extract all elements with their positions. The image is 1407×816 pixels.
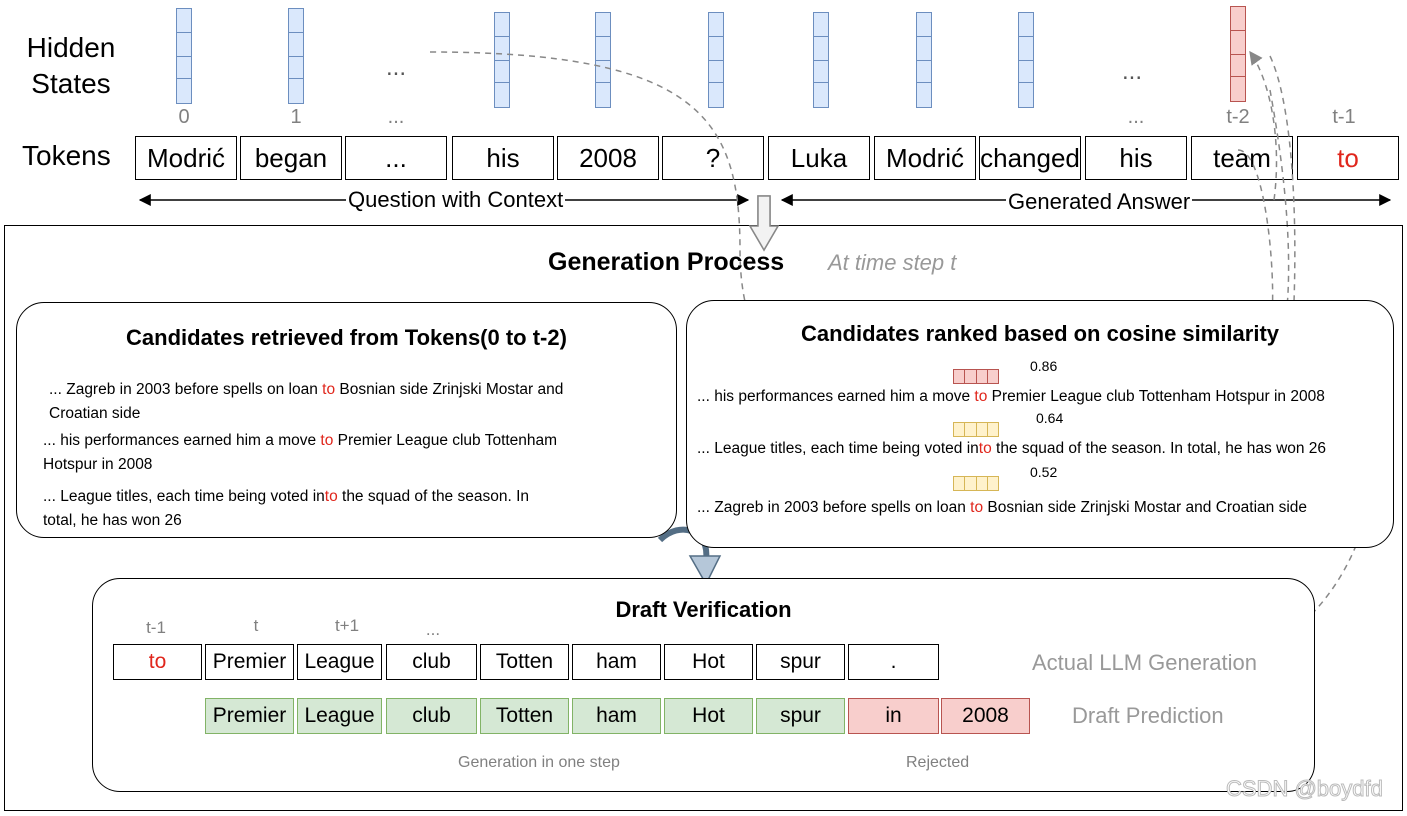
draft-token-rejected: 2008 <box>941 698 1030 734</box>
similarity-score-3: 0.52 <box>1030 464 1058 480</box>
actual-token: to <box>113 644 202 680</box>
token-box: his <box>1085 136 1187 180</box>
actual-token: spur <box>756 644 845 680</box>
hidden-state-vector <box>288 8 304 104</box>
draft-index: t-1 <box>146 618 166 637</box>
draft-verification-panel: Draft Verification <box>92 578 1315 792</box>
draft-token-rejected: in <box>848 698 939 734</box>
retrieved-candidates-title: Candidates retrieved from Tokens(0 to t-… <box>126 325 567 350</box>
token-index: ... <box>1127 106 1145 128</box>
draft-token-accepted: League <box>297 698 382 734</box>
hidden-state-vector <box>813 12 829 108</box>
hidden-state-vector <box>708 12 724 108</box>
down-arrow-overlay <box>748 195 780 252</box>
score-curve-2 <box>1000 89 1290 437</box>
actual-token: . <box>848 644 939 680</box>
draft-token-accepted: Premier <box>205 698 294 734</box>
token-box: ... <box>345 136 447 180</box>
token-box: 2008 <box>557 136 659 180</box>
token-index: ... <box>387 106 405 128</box>
hidden-state-vector <box>494 12 510 108</box>
token-index: 0 <box>178 106 190 128</box>
actual-token: club <box>386 644 477 680</box>
hidden-state-vector <box>916 12 932 108</box>
draft-token-accepted: ham <box>572 698 661 734</box>
similarity-score-2: 0.64 <box>1036 410 1064 426</box>
token-box: ? <box>662 136 764 180</box>
hidden-states-ellipsis: ... <box>386 54 407 81</box>
generation-process-title: Generation Process <box>548 248 785 276</box>
ranked-vector-1 <box>953 369 999 384</box>
watermark: CSDN @boydfd <box>1226 776 1384 802</box>
rejected-label: Rejected <box>904 754 972 772</box>
generated-answer-label: Generated Answer <box>1006 189 1193 215</box>
draft-token-accepted: club <box>386 698 477 734</box>
actual-generation-label: Actual LLM Generation <box>1032 650 1258 675</box>
ranked-candidates-panel: Candidates ranked based on cosine simila… <box>686 300 1394 548</box>
token-index: t-2 <box>1226 106 1250 128</box>
time-step-subtitle: At time step t <box>828 250 957 275</box>
draft-index: t+1 <box>334 616 360 635</box>
hidden-state-vector-current <box>1230 6 1246 102</box>
token-box: his <box>452 136 554 180</box>
draft-token-accepted: spur <box>756 698 845 734</box>
draft-index: ... <box>425 620 441 639</box>
token-box: Modrić <box>874 136 976 180</box>
actual-token: League <box>297 644 382 680</box>
actual-token: Premier <box>205 644 294 680</box>
draft-token-accepted: Hot <box>664 698 753 734</box>
ranked-candidate-text-1: ... his performances earned him a move t… <box>697 388 1325 405</box>
token-box: began <box>240 136 342 180</box>
actual-token: Totten <box>480 644 569 680</box>
hidden-state-vector <box>1018 12 1034 108</box>
actual-token: ham <box>572 644 661 680</box>
token-index: 1 <box>290 106 302 128</box>
draft-index: t <box>253 616 259 635</box>
ranked-candidate-text-3: ... Zagreb in 2003 before spells on loan… <box>697 499 1308 516</box>
similarity-score-1: 0.86 <box>1030 358 1058 374</box>
ranked-vector-3 <box>953 476 999 491</box>
candidate-text-1: ... Zagreb in 2003 before spells on loan… <box>49 381 564 422</box>
token-box-current: to <box>1297 136 1399 180</box>
hidden-states-ellipsis: ... <box>1122 58 1143 85</box>
ranked-candidates-title: Candidates ranked based on cosine simila… <box>800 321 1280 346</box>
generation-process-frame <box>4 225 1403 811</box>
one-step-label: Generation in one step <box>456 754 622 772</box>
hidden-state-vector <box>176 8 192 104</box>
question-context-label: Question with Context <box>346 187 566 213</box>
token-box: Luka <box>768 136 870 180</box>
retrieved-candidates-panel: Candidates retrieved from Tokens(0 to t-… <box>16 302 677 538</box>
token-box: changed <box>979 136 1081 180</box>
hidden-state-vector <box>595 12 611 108</box>
tokens-label: Tokens <box>22 140 111 171</box>
draft-verification-title: Draft Verification <box>615 597 792 622</box>
candidate-text-2: ... his performances earned him a move t… <box>43 432 558 473</box>
ranked-vector-2 <box>953 422 999 437</box>
flow-arrow-head-icon <box>688 555 722 586</box>
draft-prediction-label: Draft Prediction <box>1072 703 1224 728</box>
draft-token-accepted: Totten <box>480 698 569 734</box>
ranked-candidate-text-2: ... League titles, each time being voted… <box>697 440 1327 457</box>
token-index: t-1 <box>1332 106 1356 128</box>
actual-token: Hot <box>664 644 753 680</box>
hidden-states-label: Hidden States <box>26 32 116 99</box>
to-hidden-state-curve <box>1249 50 1278 201</box>
candidate-text-3: ... League titles, each time being voted… <box>43 488 530 529</box>
token-box: Modrić <box>135 136 237 180</box>
